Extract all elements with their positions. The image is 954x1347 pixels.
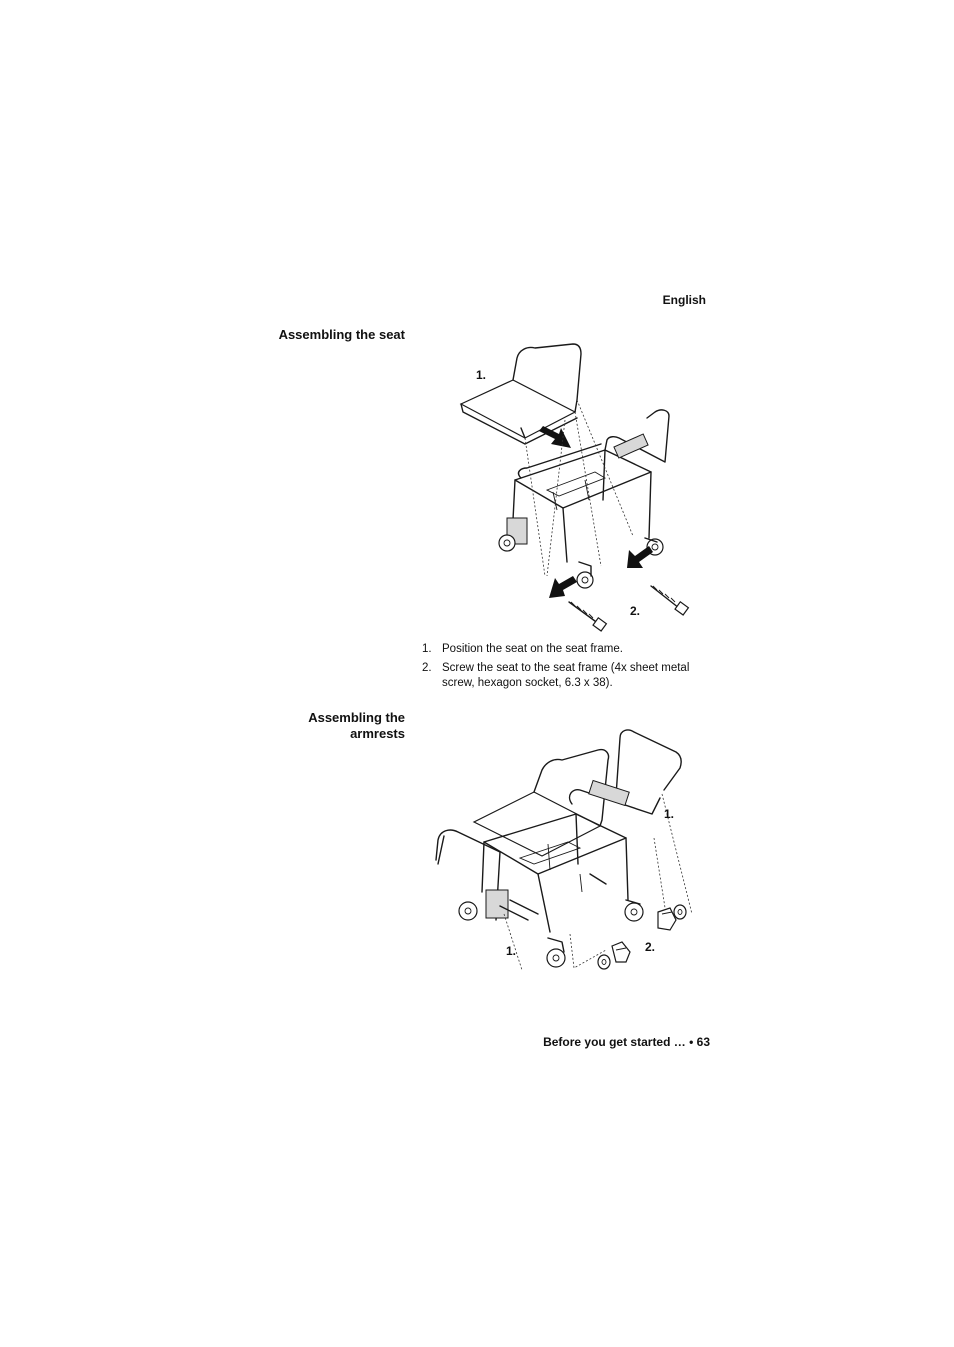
step-text: Position the seat on the seat frame.: [442, 643, 623, 655]
armrest-left: [435, 829, 501, 921]
callout-step-2: 2.: [645, 940, 656, 954]
step-number: 2.: [422, 662, 432, 674]
washer-icon: [673, 904, 687, 920]
seat-frame: [481, 813, 629, 933]
arrow-up-icon: [627, 546, 653, 568]
seat-frame: [506, 409, 670, 563]
seat-shell: [472, 748, 610, 857]
washer-icon: [597, 954, 611, 970]
seat-shell: [459, 343, 582, 445]
screw-icon: [568, 601, 608, 632]
section-heading-armrests: Assembling the armrests: [308, 710, 405, 741]
seat-assembly-illustration: [459, 343, 690, 632]
armrest-assembly-illustration: [435, 729, 693, 971]
step-text: Screw the seat to the seat frame (4x she…: [442, 662, 690, 689]
callout-step-2: 2.: [630, 604, 641, 618]
callout-step-1: 1.: [506, 944, 517, 958]
arrow-down-icon: [539, 426, 571, 448]
screw-icon: [650, 585, 690, 616]
step-number: 1.: [422, 643, 432, 655]
assembly-steps-list: 1. Position the seat on the seat frame. …: [422, 642, 712, 695]
callout-step-1: 1.: [664, 807, 675, 821]
page-footer: Before you get started … • 63: [543, 1035, 710, 1049]
caster-wheels: [458, 899, 644, 968]
arrow-up-icon: [549, 576, 577, 598]
callout-step-1: 1.: [476, 368, 487, 382]
cap-nut-icon: [611, 941, 631, 963]
list-item: 1. Position the seat on the seat frame.: [422, 642, 712, 657]
list-item: 2. Screw the seat to the seat frame (4x …: [422, 661, 712, 691]
armrest-right: [568, 729, 682, 815]
section-heading-seat: Assembling the seat: [278, 327, 405, 342]
language-label: English: [662, 293, 706, 307]
cap-nut-icon: [657, 907, 677, 931]
